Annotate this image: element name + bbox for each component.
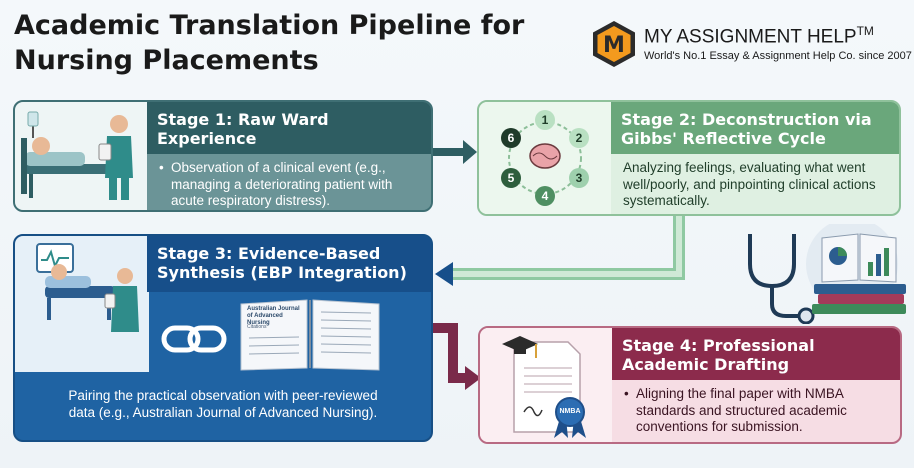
stage-4-text: •Aligning the final paper with NMBA stan… [624,386,847,434]
cycle-number-4: 4 [542,189,549,203]
monitor-and-nurse-icon [36,243,139,332]
cycle-number-3: 3 [576,171,583,185]
stage-3-card: Stage 3: Evidence-Based Synthesis (EBP I… [13,234,433,442]
stage-2-title: Stage 2: Deconstruction via Gibbs' Refle… [611,102,899,154]
journal-book: Australian Journal of Advanced Nursing C… [237,298,383,372]
stage-4-title: Stage 4: Professional Academic Drafting [612,328,900,380]
stage-4-card: NMBA Stage 4: Professional Academic Draf… [478,326,902,444]
stage-1-title: Stage 1: Raw Ward Experience [147,102,431,154]
connector-stage2-to-stage3 [435,214,685,286]
page-title: Academic Translation Pipeline for Nursin… [14,10,525,76]
stage-2-card: 1 2 3 4 5 6 Stage 2: Deconstruction via … [477,100,901,216]
certificate-icon [502,336,586,438]
logo-tagline: World's No.1 Essay & Assignment Help Co.… [644,50,912,62]
logo-name: MY ASSIGNMENT HELPTM [644,24,874,48]
stage-1-card: Stage 1: Raw Ward Experience •Observatio… [13,100,433,212]
connector-stage3-to-stage4 [433,323,481,390]
cycle-number-5: 5 [508,171,515,185]
ebp-illustration [15,236,149,372]
logo-hexagon-icon: M [593,21,635,67]
stethoscope-icon [748,224,906,324]
ward-illustration [15,102,147,210]
stage-3-header: Stage 3: Evidence-Based Synthesis (EBP I… [147,236,431,292]
brand-logo: M MY ASSIGNMENT HELPTM World's No.1 Essa… [590,20,912,72]
open-book-icon [240,299,380,371]
stage-2-panel: Stage 2: Deconstruction via Gibbs' Refle… [611,102,899,214]
chain-link-icon [161,325,227,353]
cycle-number-2: 2 [576,131,583,145]
stethoscope-books-illustration [744,224,914,324]
cycle-number-1: 1 [542,113,549,127]
stage-1-panel: Stage 1: Raw Ward Experience •Observatio… [147,102,431,210]
stage-1-text: •Observation of a clinical event (e.g., … [159,160,393,208]
hospital-bed-icon [21,111,133,200]
connector-stage1-to-stage2 [433,140,477,164]
journal-subtitle: Citations [247,324,267,330]
cycle-number-6: 6 [508,131,515,145]
drafting-illustration: NMBA [480,328,612,442]
nmba-seal: NMBA [559,408,581,415]
reflective-cycle-diagram: 1 2 3 4 5 6 [501,110,589,206]
gibbs-cycle-illustration: 1 2 3 4 5 6 [479,102,611,214]
journal-title: Australian Journal of Advanced Nursing [247,306,300,326]
stage-3-title: Stage 3: Evidence-Based Synthesis (EBP I… [157,244,407,282]
stage-4-panel: Stage 4: Professional Academic Drafting … [612,328,900,442]
stage-2-text: Analyzing feelings, evaluating what went… [623,160,876,208]
stage-3-text: Pairing the practical observation with p… [68,388,378,420]
logo-letter: M [603,33,625,58]
